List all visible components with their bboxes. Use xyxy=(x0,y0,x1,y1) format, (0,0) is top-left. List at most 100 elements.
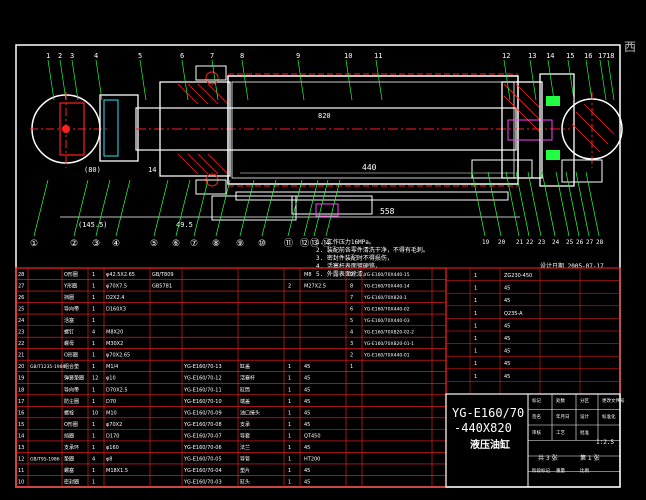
bom1-note: φ8 xyxy=(106,456,112,462)
bom1-qty: 1 xyxy=(92,284,95,290)
balloon-top-12: 12 xyxy=(502,52,510,60)
sheet-number: 第 1 张 xyxy=(580,454,600,462)
tb-cell-label: 阶段标记 xyxy=(532,467,550,474)
bom2-name: 导管 xyxy=(240,455,250,462)
bom2-name: 导套 xyxy=(240,432,250,439)
bom1-note: φ42.5X2.65 xyxy=(106,272,135,278)
bom2-code: YG-E160/70-06 xyxy=(183,445,222,451)
bom1-qty: 10 xyxy=(92,410,98,416)
balloon-bottom-4: ④ xyxy=(112,239,120,249)
bom3-qty-right: 1 xyxy=(474,286,477,292)
balloon-bottom-13: ⑬ xyxy=(310,238,319,249)
leader-top-16 xyxy=(585,59,593,101)
bom2-code: YG-E160/70-07 xyxy=(183,433,222,439)
note-line-3: 3. 密封件装配时不得损伤， xyxy=(316,254,393,262)
dim-820: 820 xyxy=(318,112,331,120)
rear-port-flange xyxy=(561,159,603,183)
side-tab-label[interactable]: 西 xyxy=(624,40,637,54)
bom1-note: M8X20 xyxy=(106,330,123,336)
bom2-note: 45 xyxy=(304,445,310,451)
bom2-qty: 1 xyxy=(288,399,291,405)
bom2-note: HT200 xyxy=(304,456,320,462)
note-line-4: 4. 活塞杆表面镀硬铬， xyxy=(316,262,381,270)
balloon-top-6: 6 xyxy=(180,52,184,60)
leader-bottom-8 xyxy=(215,179,231,237)
bom2-note: 45 xyxy=(304,468,310,474)
bom1-qty: 4 xyxy=(92,330,95,336)
bom1-name: Y形圈 xyxy=(63,283,77,290)
leader-top-4 xyxy=(95,59,103,101)
rear-end-cap xyxy=(539,73,575,187)
rear-port-block xyxy=(471,159,533,179)
balloon-bottom-1: ① xyxy=(30,239,38,249)
flange-bolt-top xyxy=(205,71,219,85)
bom1-name: 组合垫 xyxy=(64,363,79,370)
note-line-2: 2. 装配前各零件清洗干净，不得有毛刺。 xyxy=(316,246,429,254)
leader-bottom-25 xyxy=(555,171,570,237)
balloon-top-16: 16 xyxy=(584,52,592,60)
bom2-note: 45 xyxy=(304,422,310,428)
bom1-note: D70 xyxy=(106,399,116,405)
bom3-note-right: 45 xyxy=(504,298,510,304)
bom3-note-right: 45 xyxy=(504,349,510,355)
leader-top-18 xyxy=(607,59,615,101)
scale-value: 1:2.5 xyxy=(596,439,614,446)
title-block: YG-E160/70 -440X820 液压油缸 标记处数分区更改文件号签名年月… xyxy=(445,393,625,488)
bom1-note: M1/4 xyxy=(106,364,118,370)
bom1-qty: 1 xyxy=(92,307,95,313)
cylinder-barrel xyxy=(227,75,519,185)
balloon-top-15: 15 xyxy=(566,52,574,60)
leader-bottom-6 xyxy=(175,179,191,237)
leader-bottom-5 xyxy=(153,179,169,237)
dim-440: 440 xyxy=(362,163,377,172)
leader-bottom-28 xyxy=(585,171,600,237)
balloon-bottom-10: ⑩ xyxy=(258,239,266,249)
bom2-name: 法兰 xyxy=(240,444,250,451)
bom1-name: 垫圈 xyxy=(64,455,74,462)
bom3-no: 4 xyxy=(350,330,353,336)
bom2-note: QT450 xyxy=(304,433,321,439)
balloon-bottom-27: 27 xyxy=(586,239,594,246)
bom1-no: 18 xyxy=(18,387,24,393)
bom1-name: 挡圈 xyxy=(64,432,74,439)
tb-cell-label: 处数 xyxy=(556,397,565,404)
bom2-code: YG-E160/70-04 xyxy=(183,468,222,474)
bom1-qty: 1 xyxy=(92,341,95,347)
tb-cell-label: 工艺 xyxy=(556,430,565,436)
bom1-name: 防尘圈 xyxy=(64,398,79,405)
bom3-qty-right: 1 xyxy=(474,273,477,279)
bom1-name: 导向带 xyxy=(64,386,79,393)
bom1-no: 11 xyxy=(18,468,24,474)
bom1-note: M18X1.5 xyxy=(106,468,128,474)
leader-lines xyxy=(33,59,615,237)
lower-port-block xyxy=(291,195,373,215)
balloon-bottom-28: 28 xyxy=(596,239,604,246)
balloon-bottom-9: ⑨ xyxy=(236,239,244,249)
bom1-name: 螺母 xyxy=(64,340,74,347)
bom1-name: 导向带 xyxy=(64,306,79,313)
bom1-name: O形圈 xyxy=(64,271,78,278)
bom3-note-right: 45 xyxy=(504,361,510,367)
leader-top-13 xyxy=(529,59,537,101)
bom2-qty: 1 xyxy=(288,376,291,382)
bom1-note: φ160 xyxy=(106,445,119,451)
bom3-code: YG-E160/70X440-03 xyxy=(363,318,410,324)
balloon-top-18: 18 xyxy=(606,52,614,60)
balloon-bottom-12: ⑫ xyxy=(300,238,309,249)
port-fitting xyxy=(315,203,339,217)
leader-bottom-12 xyxy=(303,179,319,237)
bom1-qty: 1 xyxy=(92,433,95,439)
bom1-qty: 1 xyxy=(92,422,95,428)
bom3-code: YG-E160/70X820-02-2 xyxy=(363,330,414,336)
tb-cell-label: 比例 xyxy=(580,467,589,474)
bom1-qty: 12 xyxy=(92,376,98,382)
tb-cell-label: 标记 xyxy=(532,397,541,404)
leader-bottom-7 xyxy=(193,179,209,237)
bom1-no: 28 xyxy=(18,272,24,278)
piston-hatching xyxy=(503,83,541,133)
bom2-qty: 1 xyxy=(288,468,291,474)
balloon-bottom-26: 26 xyxy=(576,239,584,246)
bom2-qty: 1 xyxy=(288,410,291,416)
bom3-no: 3 xyxy=(350,341,353,347)
